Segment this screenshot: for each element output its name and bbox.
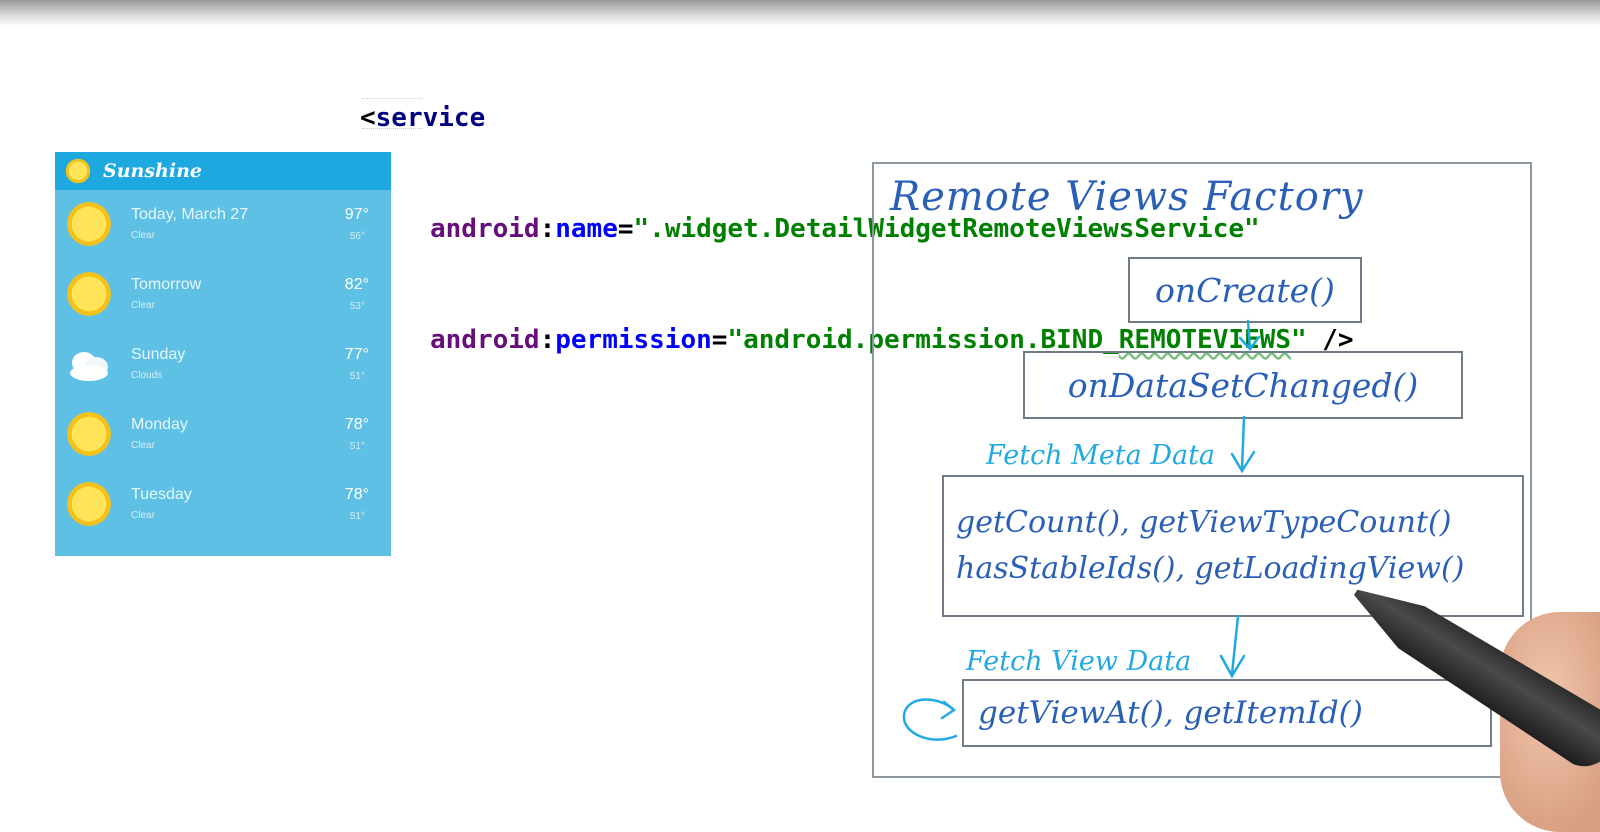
remote-views-factory-diagram: Remote Views Factory onCreate() onDataSe… (872, 162, 1532, 778)
forecast-day: Sunday (131, 346, 186, 363)
forecast-low: 51° (349, 511, 365, 522)
video-top-shade (0, 0, 1600, 26)
code-snippet: <service android:name=".widget.DetailWid… (360, 26, 1354, 396)
arrow-head (1219, 654, 1246, 679)
code-permission-value-squiggle: REMOTEVIEWS (1118, 325, 1291, 355)
forecast-condition: Clear (131, 440, 155, 451)
arrow-head (1230, 450, 1256, 474)
forecast-day: Tomorrow (131, 276, 202, 293)
sunshine-widget: Sunshine Today, March 27 Clear 97° 56° T… (55, 152, 391, 556)
sun-icon (67, 412, 111, 456)
code-open-bracket: < (360, 103, 376, 133)
forecast-day: Tuesday (131, 486, 192, 503)
oncreate-box: onCreate() (1128, 257, 1362, 323)
widget-title: Sunshine (103, 160, 202, 182)
fetch-view-data-label: Fetch View Data (966, 646, 1192, 677)
forecast-row[interactable]: Tuesday Clear 78° 51° (55, 470, 391, 540)
widget-header: Sunshine (55, 152, 391, 190)
fetch-meta-data-label: Fetch Meta Data (986, 440, 1216, 471)
forecast-low: 53° (349, 301, 365, 312)
forecast-row[interactable]: Today, March 27 Clear 97° 56° (55, 190, 391, 260)
code-line-2: android:name=".widget.DetailWidgetRemote… (360, 211, 1354, 248)
forecast-high: 77° (344, 346, 369, 363)
code-attribute-name: name (555, 214, 618, 244)
arrow-line (1246, 319, 1252, 350)
ondatasetchanged-box: onDataSetChanged() (1023, 351, 1463, 419)
code-colon: : (539, 325, 556, 355)
forecast-low: 51° (349, 441, 365, 452)
sun-icon (67, 202, 111, 246)
forecast-high: 78° (344, 416, 369, 433)
viewdata-methods-box: getViewAt(), getItemId() (962, 679, 1492, 747)
code-permission-value-start: "android.permission.BIND_ (727, 325, 1119, 355)
forecast-condition: Clear (131, 300, 155, 311)
code-attribute-value: ".widget.DetailWidgetRemoteViewsService" (633, 214, 1260, 244)
metadata-methods-line-1: getCount(), getViewTypeCount() (956, 505, 1452, 540)
code-namespace: android (430, 214, 540, 244)
sun-icon (67, 482, 111, 526)
code-colon: : (539, 214, 556, 244)
indent-guide (362, 128, 422, 129)
code-namespace: android (430, 325, 540, 355)
metadata-methods-box: getCount(), getViewTypeCount() hasStable… (942, 475, 1524, 617)
forecast-high: 78° (344, 486, 369, 503)
forecast-condition: Clear (131, 510, 155, 521)
code-equals: = (711, 325, 728, 355)
arrow-line (1230, 614, 1240, 676)
forecast-day: Monday (131, 416, 188, 433)
forecast-low: 56° (349, 231, 365, 242)
forecast-day: Today, March 27 (131, 206, 249, 223)
code-line-1: <service (360, 100, 1354, 137)
sun-icon (67, 272, 111, 316)
code-permission-value-end: " (1290, 325, 1307, 355)
code-equals: = (617, 214, 634, 244)
flow-arrows (902, 319, 1261, 741)
forecast-high: 82° (344, 276, 369, 293)
metadata-methods-line-2: hasStableIds(), getLoadingView() (956, 551, 1465, 586)
forecast-row[interactable]: Sunday Clouds 77° 51° (55, 330, 391, 400)
loop-arrow-head (940, 700, 957, 720)
arrow-head (1238, 335, 1261, 351)
forecast-condition: Clear (131, 230, 155, 241)
forecast-low: 51° (349, 371, 365, 382)
forecast-high: 97° (344, 206, 369, 223)
sun-icon (65, 158, 91, 184)
forecast-row[interactable]: Monday Clear 78° 51° (55, 400, 391, 470)
loop-arrow (902, 698, 958, 741)
arrow-line (1240, 415, 1246, 472)
code-attribute-permission: permission (555, 325, 712, 355)
forecast-condition: Clouds (131, 370, 163, 381)
indent-guide (362, 98, 422, 99)
code-self-close: /> (1306, 325, 1354, 355)
cloud-icon (70, 352, 108, 381)
code-line-3: android:permission="android.permission.B… (360, 322, 1354, 359)
forecast-row[interactable]: Tomorrow Clear 82° 53° (55, 260, 391, 330)
diagram-title: Remote Views Factory (890, 174, 1364, 220)
